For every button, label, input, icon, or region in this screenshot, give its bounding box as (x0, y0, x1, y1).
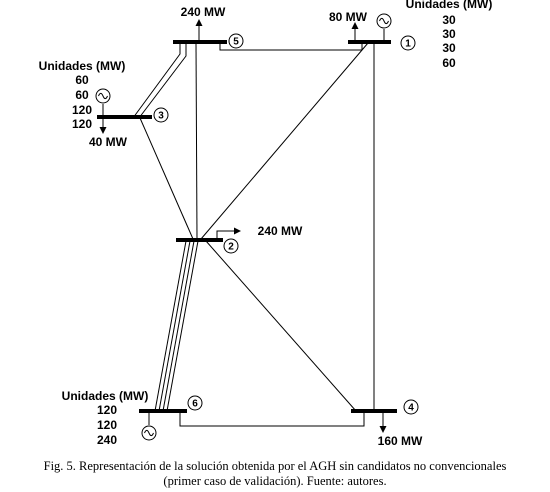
line-6-4 (179, 412, 365, 427)
generator-icon (376, 13, 392, 40)
bus-marker-4: 4 (403, 399, 419, 415)
load-arrow-up-icon (195, 19, 203, 40)
unit-value: 120 (72, 117, 92, 131)
line-5-2 (195, 42, 198, 240)
load-arrow-down-icon (379, 413, 387, 433)
figure-caption: Fig. 5. Representación de la solución ob… (0, 459, 550, 489)
generator-icon (95, 88, 111, 116)
line-5-1 (219, 43, 363, 51)
line-2-6-c (162, 240, 195, 412)
line-2-6-a (154, 240, 187, 412)
line-5-3-a (132, 43, 181, 119)
transmission-lines (132, 42, 375, 427)
generator-icon (141, 413, 157, 441)
load-label-bus5: 240 MW (181, 5, 226, 19)
load-arrow-up-icon (351, 22, 359, 40)
generator-units-bus3: Unidades (MW) 60 60 120 120 (39, 59, 126, 131)
bus-number-2: 2 (228, 242, 234, 253)
unit-value: 60 (75, 88, 89, 102)
bus-marker-3: 3 (153, 107, 169, 123)
load-arrow-right-icon (216, 227, 241, 240)
line-5-3-b (138, 43, 187, 119)
unit-value: 30 (442, 13, 456, 27)
bus-number-markers: 5 1 3 2 6 4 (153, 33, 419, 415)
bus-bars (97, 40, 397, 413)
generators (95, 13, 392, 441)
bus-marker-2: 2 (223, 238, 239, 254)
line-2-6-b (158, 240, 191, 412)
load-labels: 240 MW 80 MW 40 MW 240 MW 160 MW (89, 5, 423, 448)
caption-line-2: (primer caso de validación). Fuente: aut… (163, 474, 387, 488)
bus-number-4: 4 (408, 403, 414, 414)
generator-units-bus1: Unidades (MW) 30 30 30 60 (406, 0, 493, 70)
line-2-6-d (166, 240, 199, 412)
load-label-bus1: 80 MW (329, 10, 368, 24)
unit-value: 60 (75, 73, 89, 87)
units-title-bus3: Unidades (MW) (39, 59, 126, 73)
units-title-bus1: Unidades (MW) (406, 0, 493, 11)
unit-value: 120 (72, 103, 92, 117)
unit-value: 60 (442, 56, 456, 70)
bus-number-6: 6 (192, 399, 198, 410)
load-label-bus3: 40 MW (89, 135, 128, 149)
line-1-2 (200, 42, 369, 240)
unit-value: 120 (97, 403, 117, 417)
load-arrows (99, 19, 387, 433)
generator-units-bus6: Unidades (MW) 120 120 240 (62, 389, 149, 447)
unit-value: 120 (97, 418, 117, 432)
unit-value: 240 (97, 433, 117, 447)
bus-marker-5: 5 (228, 33, 244, 49)
unit-value: 30 (442, 27, 456, 41)
bus-number-3: 3 (158, 111, 164, 122)
load-label-bus4: 160 MW (378, 434, 423, 448)
line-2-4 (205, 240, 357, 412)
line-3-2 (139, 117, 194, 240)
units-title-bus6: Unidades (MW) (62, 389, 149, 403)
load-arrow-down-icon (99, 119, 107, 134)
load-label-bus2: 240 MW (258, 224, 303, 238)
bus-number-5: 5 (233, 37, 239, 48)
caption-line-1: Fig. 5. Representación de la solución ob… (43, 459, 507, 473)
unit-value: 30 (442, 41, 456, 55)
bus-number-1: 1 (405, 39, 411, 50)
bus-marker-6: 6 (187, 395, 203, 411)
bus-marker-1: 1 (400, 35, 416, 51)
